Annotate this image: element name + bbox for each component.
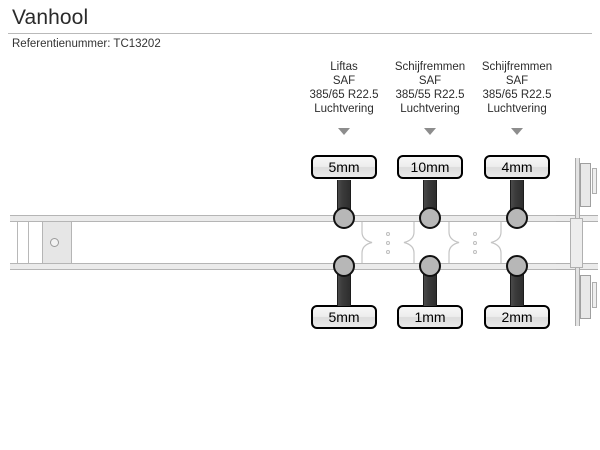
rear-column	[570, 218, 583, 268]
axle-suspension-3: Luchtvering	[487, 103, 547, 115]
rear-lamp-top	[580, 163, 591, 207]
hanger-shape-icon	[361, 222, 415, 263]
axle-type-3: Schijfremmen	[481, 61, 553, 73]
chassis-rail-top	[10, 215, 558, 222]
wheel-hub-bottom-1	[333, 255, 355, 277]
tread-box-bottom-2[interactable]: 1mm	[397, 305, 463, 329]
axle-pointer-arrow-1	[338, 128, 350, 135]
axle-pointer-arrow-2	[424, 128, 436, 135]
chassis-body	[10, 222, 558, 263]
hanger-hole	[386, 250, 390, 254]
hanger-shape-icon	[448, 222, 502, 263]
hanger-hole	[473, 250, 477, 254]
rear-lamp-bottom	[580, 275, 591, 319]
hanger-hole	[386, 241, 390, 245]
axle-caption-2: Schijfremmen SAF 385/55 R22.5 Luchtverin…	[382, 60, 478, 116]
axle-type-2: Schijfremmen	[394, 61, 466, 73]
hanger-hole	[386, 232, 390, 236]
tread-box-top-1[interactable]: 5mm	[311, 155, 377, 179]
chassis-front-line-2	[28, 222, 29, 263]
tread-box-bottom-1[interactable]: 5mm	[311, 305, 377, 329]
axle-tire-size-3: 385/65 R22.5	[482, 89, 552, 101]
hanger-hole	[473, 232, 477, 236]
wheel-hub-top-2	[419, 207, 441, 229]
axle-suspension-2: Luchtvering	[400, 103, 460, 115]
wheel-hub-bottom-2	[419, 255, 441, 277]
wheel-hub-top-1	[333, 207, 355, 229]
axle-caption-1: Liftas SAF 385/65 R22.5 Luchtvering	[296, 60, 392, 116]
axle-suspension-1: Luchtvering	[314, 103, 374, 115]
reference-number: Referentienummer: TC13202	[12, 38, 161, 50]
axle-caption-3: Schijfremmen SAF 385/65 R22.5 Luchtverin…	[469, 60, 565, 116]
rear-tip-bottom	[592, 282, 597, 308]
axle-brand-2: SAF	[418, 75, 442, 87]
tread-box-bottom-3[interactable]: 2mm	[484, 305, 550, 329]
chassis-front-line-1	[17, 222, 18, 263]
wheel-hub-top-3	[506, 207, 528, 229]
axle-tire-size-2: 385/55 R22.5	[395, 89, 465, 101]
tread-box-top-3[interactable]: 4mm	[484, 155, 550, 179]
suspension-hanger-2	[447, 222, 503, 263]
axle-pointer-arrow-3	[511, 128, 523, 135]
axle-brand-1: SAF	[332, 75, 356, 87]
suspension-hanger-1	[360, 222, 416, 263]
axle-brand-3: SAF	[505, 75, 529, 87]
wheel-hub-bottom-3	[506, 255, 528, 277]
chassis-rail-bottom	[10, 263, 558, 270]
kingpin-circle	[50, 238, 59, 247]
axle-type-1: Liftas	[330, 61, 358, 73]
header-divider	[8, 33, 592, 34]
hanger-hole	[473, 241, 477, 245]
tread-box-top-2[interactable]: 10mm	[397, 155, 463, 179]
page-title: Vanhool	[12, 6, 89, 29]
rear-tip-top	[592, 168, 597, 194]
axle-tire-size-1: 385/65 R22.5	[309, 89, 379, 101]
